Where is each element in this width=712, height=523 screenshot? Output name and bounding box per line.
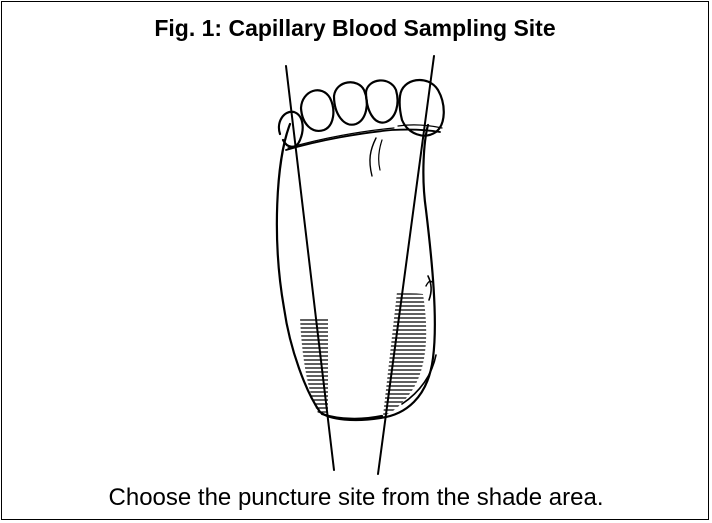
- toe-second: [366, 80, 398, 122]
- toe-fourth: [301, 90, 333, 131]
- instep-line: [370, 138, 376, 176]
- arch-detail: [428, 276, 431, 300]
- figure-caption: Choose the puncture site from the shade …: [0, 484, 712, 512]
- toe-pinky: [279, 112, 303, 147]
- toe-middle: [334, 82, 367, 124]
- toe-crease: [286, 130, 440, 150]
- foot-outline: [277, 124, 435, 420]
- guide-line-right: [378, 56, 434, 474]
- shaded-area-left: [296, 320, 332, 412]
